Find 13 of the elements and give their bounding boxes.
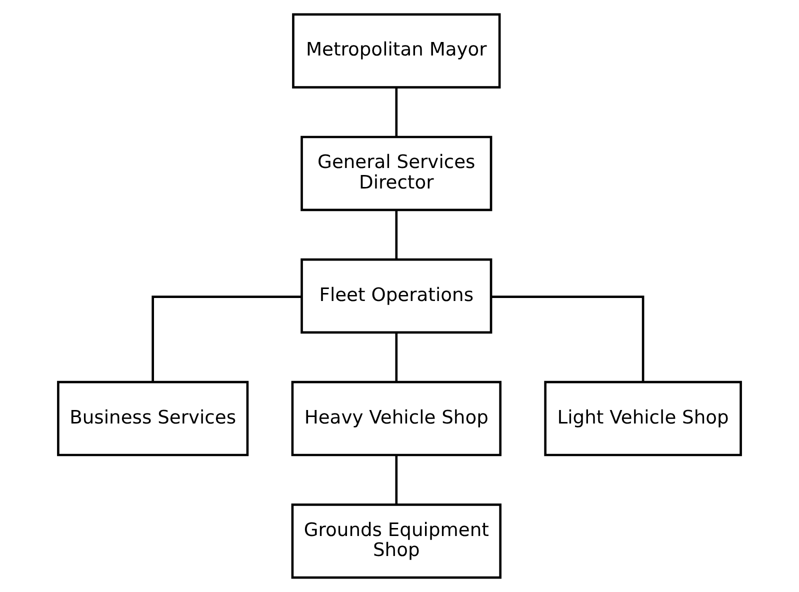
connector	[491, 296, 644, 382]
connector	[152, 296, 302, 382]
node-box: Fleet Operations	[300, 258, 492, 334]
node-box: Heavy Vehicle Shop	[291, 380, 502, 456]
node-box: Business Services	[57, 380, 249, 456]
connector	[395, 210, 398, 260]
node-box: Grounds Equipment Shop	[291, 504, 502, 579]
connector	[395, 88, 398, 137]
node-box: Light Vehicle Shop	[544, 380, 742, 456]
node-box: Metropolitan Mayor	[292, 13, 501, 88]
node-box: General Services Director	[300, 136, 492, 212]
connector	[395, 332, 398, 382]
connector	[395, 455, 398, 504]
